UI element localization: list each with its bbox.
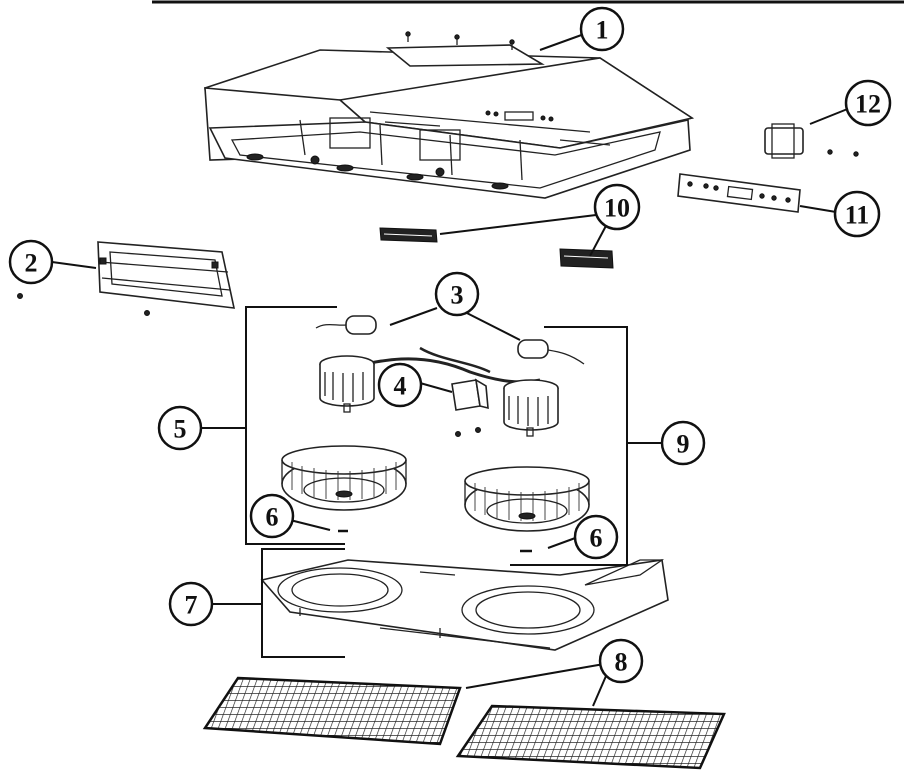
damper-duct-connector	[17, 241, 236, 316]
callout-12: 12	[844, 79, 892, 127]
callout-11-label: 11	[845, 201, 870, 230]
callout-2-label: 2	[25, 249, 38, 278]
callout-9-label: 9	[677, 430, 690, 459]
callout-6-right: 6	[573, 514, 619, 560]
callout-8-label: 8	[615, 648, 628, 677]
callout-6-right-label: 6	[590, 524, 603, 553]
callout-9: 9	[660, 420, 706, 466]
callout-6-left-label: 6	[266, 503, 279, 532]
callout-5-label: 5	[174, 415, 187, 444]
callout-4-label: 4	[394, 372, 407, 401]
callout-10-label: 10	[604, 194, 630, 223]
leader-lines	[51, 32, 851, 707]
callout-10: 10	[593, 183, 641, 231]
transformer	[764, 123, 859, 159]
callout-3: 3	[434, 271, 480, 317]
callout-1: 1	[579, 6, 625, 52]
junction-box	[451, 378, 489, 437]
blower-wheel	[281, 445, 590, 553]
capacitor	[315, 315, 585, 365]
callout-1-label: 1	[596, 16, 609, 45]
blower-motor	[319, 346, 559, 437]
callout-11: 11	[833, 190, 881, 238]
grease-filter	[202, 676, 726, 770]
light-cover	[379, 227, 614, 269]
callout-6-left: 6	[249, 493, 295, 539]
callout-7: 7	[168, 581, 214, 627]
callout-3-label: 3	[451, 281, 464, 310]
callout-5: 5	[157, 405, 203, 451]
callout-4: 4	[377, 362, 423, 408]
callout-12-label: 12	[855, 90, 881, 119]
callout-7-label: 7	[185, 591, 198, 620]
callout-2: 2	[8, 239, 54, 285]
blower-housing-plate	[260, 559, 669, 651]
control-panel	[677, 173, 801, 213]
callout-8: 8	[598, 638, 644, 684]
range-hood-body	[204, 31, 695, 199]
